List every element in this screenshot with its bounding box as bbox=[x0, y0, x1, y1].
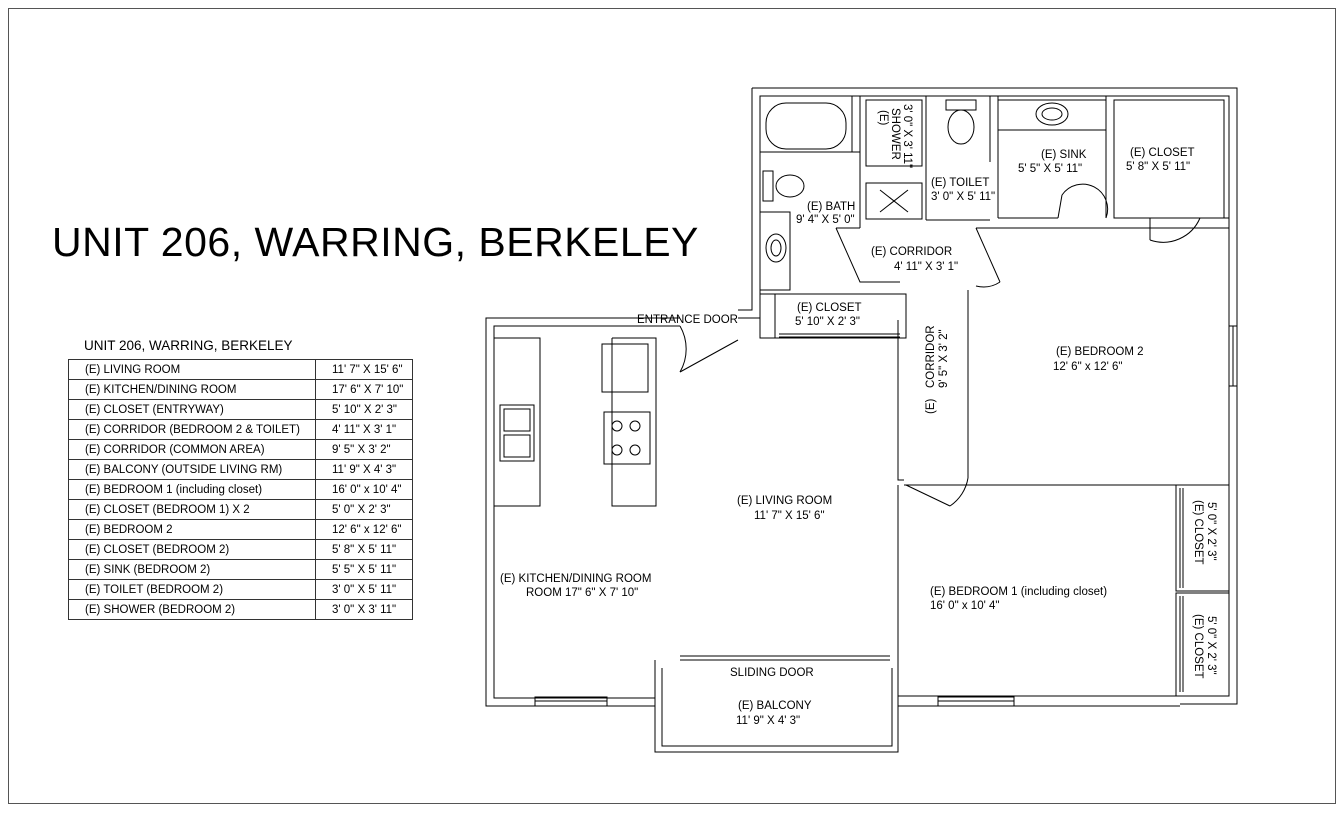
shower bbox=[865, 96, 927, 220]
bedroom-2-label: (E) BEDROOM 2 bbox=[1056, 346, 1144, 358]
corridor-v-label: CORRIDOR bbox=[925, 325, 937, 388]
entrance-door-label: ENTRANCE DOOR bbox=[637, 314, 738, 326]
closet-b1a-label: (E) CLOSET bbox=[1192, 500, 1204, 565]
sheet-border bbox=[8, 8, 1336, 804]
sink-size: 5' 5" X 5' 11" bbox=[1018, 163, 1082, 175]
bedroom-2-window bbox=[1228, 325, 1238, 387]
balcony bbox=[654, 655, 899, 753]
closet-b1b-label: (E) CLOSET bbox=[1192, 614, 1204, 679]
toilet-room bbox=[926, 96, 991, 221]
entry-closet-label: (E) CLOSET bbox=[797, 302, 862, 314]
bath-walls bbox=[759, 95, 861, 291]
bedroom-1-label: (E) BEDROOM 1 (including closet) bbox=[930, 586, 1107, 598]
table-row: (E) CLOSET (BEDROOM 2)5' 8" X 5' 11" bbox=[68, 539, 413, 560]
bottom-windows bbox=[534, 696, 1015, 707]
page-title: UNIT 206, WARRING, BERKELEY bbox=[52, 219, 699, 265]
shower-label-prefix: (E) bbox=[877, 110, 889, 126]
shower-label: SHOWER bbox=[889, 108, 901, 160]
toilet-label: (E) TOILET bbox=[931, 177, 989, 189]
room-size-cell: 3' 0" X 3' 11" bbox=[315, 599, 413, 620]
closet-b2-size: 5' 8" X 5' 11" bbox=[1126, 161, 1190, 173]
kitchen-size: ROOM 17" 6" X 7' 10" bbox=[526, 587, 638, 599]
corridor-top-label: (E) CORRIDOR bbox=[871, 246, 952, 258]
room-size-cell: 11' 9" X 4' 3" bbox=[315, 459, 413, 480]
living-room-label: (E) LIVING ROOM bbox=[737, 495, 832, 507]
entry-closet bbox=[759, 293, 907, 339]
balcony-size: 11' 9" X 4' 3" bbox=[736, 715, 800, 727]
closet-b2-label: (E) CLOSET bbox=[1130, 147, 1195, 159]
entrance-door bbox=[679, 325, 739, 373]
bedroom-1-size: 16' 0" x 10' 4" bbox=[930, 600, 999, 612]
table-row: (E) BALCONY (OUTSIDE LIVING RM)11' 9" X … bbox=[68, 459, 413, 480]
table-row: (E) BEDROOM 1 (including closet)16' 0" x… bbox=[68, 479, 413, 500]
bath-fixtures bbox=[762, 170, 805, 263]
entry-closet-size: 5' 10" X 2' 3" bbox=[795, 316, 860, 328]
room-name-cell: (E) BEDROOM 2 bbox=[68, 519, 316, 540]
sink-label: (E) SINK bbox=[1041, 149, 1087, 161]
table-row: (E) SINK (BEDROOM 2)5' 5" X 5' 11" bbox=[68, 559, 413, 580]
table-row: (E) CORRIDOR (BEDROOM 2 & TOILET)4' 11" … bbox=[68, 419, 413, 440]
living-room-size: 11' 7" X 15' 6" bbox=[754, 510, 825, 522]
table-row: (E) CORRIDOR (COMMON AREA)9' 5" X 3' 2" bbox=[68, 439, 413, 460]
balcony-label: (E) BALCONY bbox=[738, 700, 812, 712]
table-row: (E) SHOWER (BEDROOM 2)3' 0" X 3' 11" bbox=[68, 599, 413, 620]
room-name-cell: (E) LIVING ROOM bbox=[68, 359, 316, 380]
outer-walls bbox=[485, 87, 1238, 707]
schedule-title: UNIT 206, WARRING, BERKELEY bbox=[84, 338, 293, 353]
kitchen-counters bbox=[494, 337, 657, 507]
room-name-cell: (E) CLOSET (ENTRYWAY) bbox=[68, 399, 316, 420]
room-size-cell: 5' 5" X 5' 11" bbox=[315, 559, 413, 580]
closet-bedroom-2 bbox=[1113, 99, 1229, 243]
corridor-top-size: 4' 11" X 3' 1" bbox=[894, 261, 958, 273]
room-size-cell: 17' 6" X 7' 10" bbox=[315, 379, 413, 400]
bath-size: 9' 4" X 5' 0" bbox=[796, 214, 855, 226]
room-size-cell: 3' 0" X 5' 11" bbox=[315, 579, 413, 600]
bath-label: (E) BATH bbox=[807, 201, 855, 213]
room-size-cell: 11' 7" X 15' 6" bbox=[315, 359, 413, 380]
toilet-size: 3' 0" X 5' 11" bbox=[931, 191, 995, 203]
room-name-cell: (E) CORRIDOR (BEDROOM 2 & TOILET) bbox=[68, 419, 316, 440]
room-name-cell: (E) BEDROOM 1 (including closet) bbox=[68, 479, 316, 500]
room-size-cell: 16' 0" x 10' 4" bbox=[315, 479, 413, 500]
corridor-top bbox=[835, 227, 1229, 288]
shower-size: 3' 0" X 3' 11" bbox=[901, 104, 913, 168]
closet-b1b-size: 5' 0" X 2' 3" bbox=[1205, 616, 1217, 675]
bedroom-2-size: 12' 6" x 12' 6" bbox=[1053, 361, 1122, 373]
room-name-cell: (E) CORRIDOR (COMMON AREA) bbox=[68, 439, 316, 460]
closet-b1a-size: 5' 0" X 2' 3" bbox=[1205, 502, 1217, 561]
sliding-door-label: SLIDING DOOR bbox=[730, 667, 814, 679]
room-size-cell: 9' 5" X 3' 2" bbox=[315, 439, 413, 460]
corridor-v-size: 9' 5" X 3' 2" bbox=[938, 329, 950, 388]
corridor-v-prefix: (E) bbox=[925, 399, 937, 415]
bedroom-1-closets bbox=[1175, 484, 1230, 697]
sink-room bbox=[997, 96, 1109, 219]
room-name-cell: (E) SHOWER (BEDROOM 2) bbox=[68, 599, 316, 620]
kitchen-label: (E) KITCHEN/DINING ROOM bbox=[500, 573, 651, 585]
